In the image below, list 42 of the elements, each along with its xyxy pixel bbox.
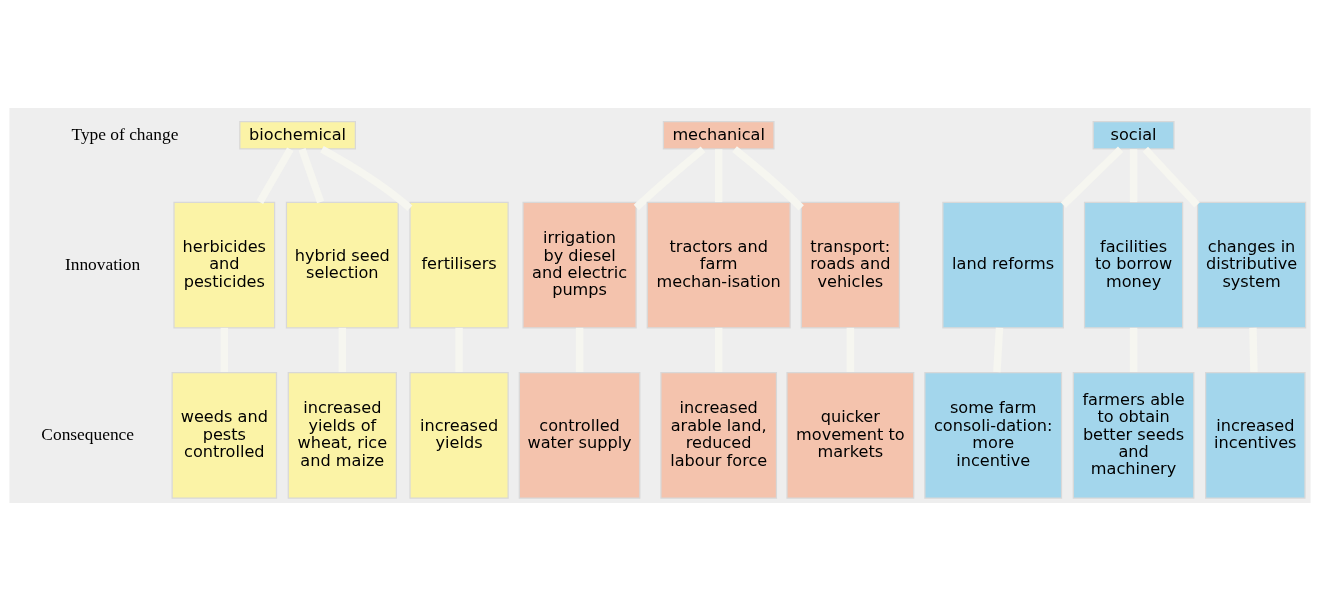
node-box: hybrid seed selection (285, 201, 399, 329)
node-box: tractors and farm mechan-isation (646, 201, 791, 329)
node-box: fertilisers (409, 201, 509, 329)
connector (575, 327, 584, 372)
node-box: weeds and pests controlled (171, 371, 278, 499)
connector (1060, 146, 1124, 208)
node-box: increased yields (409, 371, 509, 499)
node-box: increased arable land, reduced labour force (660, 371, 778, 499)
connector (1129, 327, 1138, 372)
connector (220, 327, 229, 372)
node-box: controlled water supply (518, 371, 641, 499)
label: Consequence (41, 424, 135, 444)
connector (1249, 327, 1258, 373)
connector (846, 327, 855, 372)
node-box: herbicides and pesticides (173, 201, 276, 329)
connector (1142, 146, 1200, 208)
node-box: mechanical (662, 121, 775, 150)
connector (714, 149, 723, 203)
node-box: transport: roads and vehicles (800, 201, 901, 329)
connector (633, 146, 706, 211)
connector (338, 327, 347, 372)
node-box: increased yields of wheat, rice and maize (287, 371, 397, 499)
connector (455, 327, 463, 372)
connector (320, 145, 413, 211)
connector (993, 327, 1004, 373)
connector (732, 146, 804, 211)
node-box: quicker movement to markets (786, 371, 915, 499)
connector (298, 148, 325, 204)
node-box: irrigation by diesel and electric pumps (522, 201, 637, 329)
node-box: biochemical (239, 121, 356, 150)
node-box: social (1092, 121, 1175, 150)
node-box: farmers able to obtain better seeds and machinery (1072, 371, 1195, 499)
node-box: changes in distributive system (1196, 201, 1307, 329)
node-box: some farm consoli-dation: more incentive (924, 371, 1063, 499)
connector (1129, 149, 1138, 203)
node-box: land reforms (942, 201, 1064, 329)
label: Type of change (71, 124, 179, 144)
connector (714, 327, 723, 372)
node-box: increased incentives (1205, 371, 1306, 499)
node-box: facilities to borrow money (1083, 201, 1184, 329)
connector (256, 147, 294, 204)
label: Innovation (64, 254, 141, 274)
